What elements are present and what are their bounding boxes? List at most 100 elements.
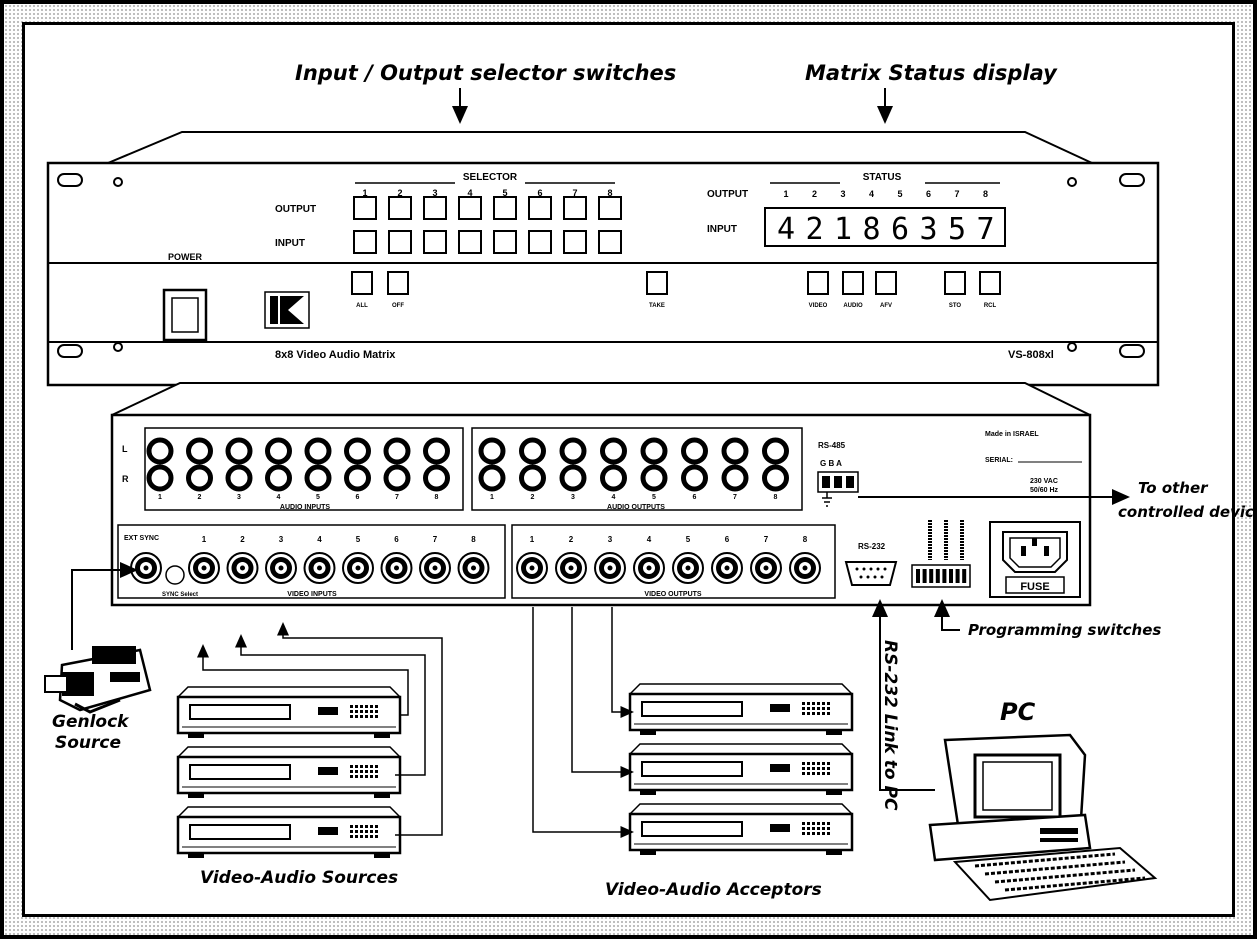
fuse-label: FUSE <box>1020 581 1049 593</box>
selector-title: SELECTOR <box>463 172 518 183</box>
rcl-label: RCL <box>984 303 997 309</box>
output-select-button[interactable] <box>598 196 622 220</box>
audio-jack[interactable] <box>600 437 627 465</box>
output-select-button[interactable] <box>388 196 412 220</box>
output-select-button[interactable] <box>493 196 517 220</box>
output-select-button[interactable] <box>458 196 482 220</box>
video-button[interactable] <box>807 271 829 295</box>
input-select-button[interactable] <box>493 230 517 254</box>
audio-jack[interactable] <box>762 464 789 492</box>
off-label: OFF <box>392 303 404 309</box>
audio-jack[interactable] <box>265 464 292 492</box>
audio-input-number: 1 <box>158 494 162 501</box>
acceptor-vcr-icon <box>628 683 854 735</box>
output-select-button[interactable] <box>353 196 377 220</box>
audio-jack[interactable] <box>146 464 174 492</box>
audio-jack[interactable] <box>721 464 749 492</box>
dip-switch[interactable] <box>935 569 940 583</box>
video-inputs-group <box>117 524 506 599</box>
status-number: 6 <box>926 189 931 199</box>
audio-jack[interactable] <box>640 464 668 492</box>
dip-switch[interactable] <box>922 569 927 583</box>
audio-jack[interactable] <box>519 437 546 465</box>
audio-jack[interactable] <box>304 464 332 492</box>
input-select-button[interactable] <box>353 230 377 254</box>
output-select-button[interactable] <box>528 196 552 220</box>
audio-jack[interactable] <box>146 437 174 465</box>
sync-select-knob[interactable] <box>165 565 185 585</box>
audio-jack[interactable] <box>265 437 292 465</box>
input-select-button[interactable] <box>423 230 447 254</box>
dip-switch[interactable] <box>955 569 960 583</box>
audio-jack[interactable] <box>344 437 371 465</box>
video-input-number: 5 <box>356 535 361 544</box>
input-select-button[interactable] <box>458 230 482 254</box>
take-button[interactable] <box>646 271 668 295</box>
audio-jack[interactable] <box>186 437 213 465</box>
rcl-button[interactable] <box>979 271 1001 295</box>
input-select-button[interactable] <box>388 230 412 254</box>
audio-output-number: 3 <box>571 494 575 501</box>
video-output-number: 8 <box>803 535 808 544</box>
video-outputs-label: VIDEO OUTPUTS <box>644 591 702 598</box>
audio-jack[interactable] <box>600 464 627 492</box>
acceptor-vcr-icon <box>628 743 854 795</box>
dip-switch[interactable] <box>942 569 947 583</box>
video-input-number: 6 <box>394 535 399 544</box>
audio-jack[interactable] <box>681 464 708 492</box>
input-select-button[interactable] <box>528 230 552 254</box>
status-display <box>764 207 1006 247</box>
audio-jack[interactable] <box>423 464 450 492</box>
all-button[interactable] <box>351 271 373 295</box>
dip-switches[interactable] <box>911 520 971 588</box>
rs232-port[interactable] <box>844 561 898 586</box>
audio-jack[interactable] <box>478 437 506 465</box>
callout-status-display: Matrix Status display <box>805 61 1058 85</box>
audio-jack[interactable] <box>186 464 213 492</box>
audio-jack[interactable] <box>681 437 708 465</box>
audio-output-number: 5 <box>652 494 656 501</box>
audio-input-number: 5 <box>316 494 320 501</box>
afv-label: AFV <box>880 303 892 309</box>
status-number: 4 <box>869 189 874 199</box>
audio-input-number: 3 <box>237 494 241 501</box>
status-number: 3 <box>840 189 845 199</box>
callout-programming-switches: Programming switches <box>968 621 1161 639</box>
audio-jack[interactable] <box>383 437 411 465</box>
audio-jack[interactable] <box>559 437 587 465</box>
output-select-button[interactable] <box>423 196 447 220</box>
dip-switch[interactable] <box>916 569 920 583</box>
afv-button[interactable] <box>875 271 897 295</box>
audio-jack[interactable] <box>225 464 253 492</box>
audio-button[interactable] <box>842 271 864 295</box>
rs232-label: RS-232 <box>858 542 886 551</box>
output-select-button[interactable] <box>563 196 587 220</box>
audio-jack[interactable] <box>519 464 546 492</box>
callout-to-other-1: To other <box>1138 479 1209 497</box>
sto-label: STO <box>949 303 962 309</box>
sto-button[interactable] <box>944 271 966 295</box>
status-digit: 7 <box>976 212 994 247</box>
audio-jack[interactable] <box>762 437 789 465</box>
dip-switch[interactable] <box>949 569 953 583</box>
audio-jack[interactable] <box>478 464 506 492</box>
input-select-button[interactable] <box>598 230 622 254</box>
audio-input-number: 7 <box>395 494 399 501</box>
audio-jack[interactable] <box>721 437 749 465</box>
audio-jack[interactable] <box>304 437 332 465</box>
row-r-label: R <box>122 474 129 484</box>
audio-jack[interactable] <box>383 464 411 492</box>
audio-jack[interactable] <box>344 464 371 492</box>
made-in-label: Made in ISRAEL <box>985 431 1039 438</box>
audio-jack[interactable] <box>423 437 450 465</box>
input-select-button[interactable] <box>563 230 587 254</box>
audio-jack[interactable] <box>225 437 253 465</box>
audio-jack[interactable] <box>640 437 668 465</box>
audio-jack[interactable] <box>559 464 587 492</box>
off-button[interactable] <box>387 271 409 295</box>
status-number: 1 <box>783 189 788 199</box>
dip-switch[interactable] <box>962 569 967 583</box>
output-label: OUTPUT <box>275 204 316 215</box>
dip-switch[interactable] <box>929 569 934 583</box>
audio-output-number: 8 <box>774 494 778 501</box>
